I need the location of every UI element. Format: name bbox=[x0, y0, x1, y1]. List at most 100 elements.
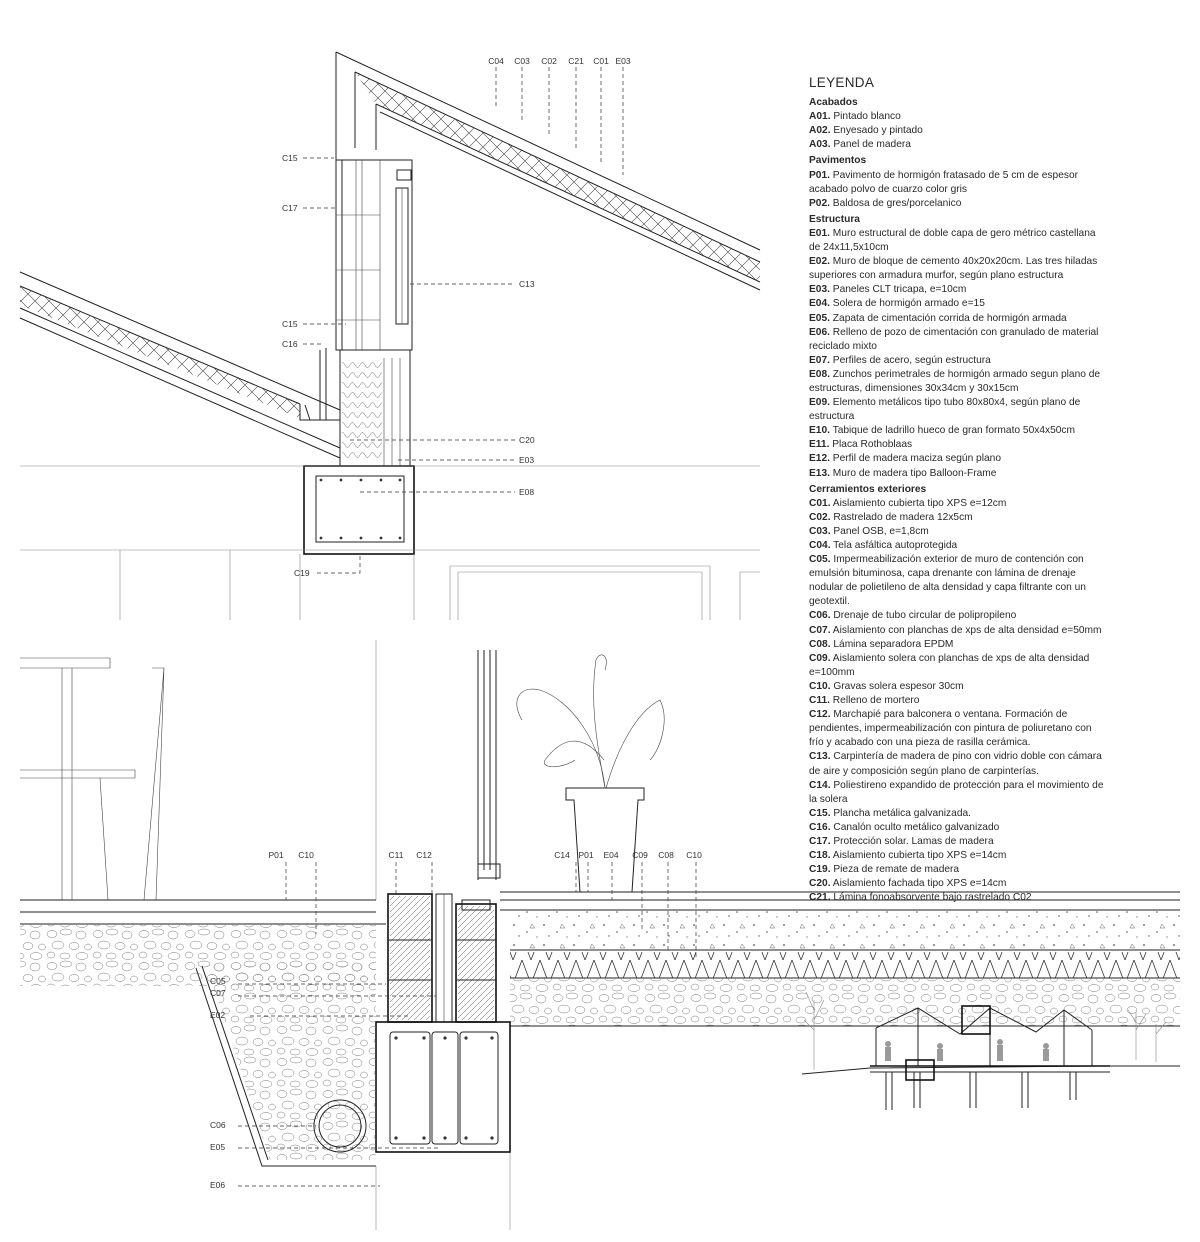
key-section-elevation bbox=[801, 991, 1180, 1110]
legend-section-heading: Pavimentos bbox=[809, 155, 867, 167]
legend-item-code: C10. bbox=[809, 680, 831, 692]
legend-item: E08. Zunchos perimetrales de hormigón ar… bbox=[809, 368, 1109, 396]
legend-item: E03. Paneles CLT tricapa, e=10cm bbox=[809, 283, 1109, 297]
tag-c08: C08 bbox=[658, 850, 674, 860]
legend-item: C03. Panel OSB, e=1,8cm bbox=[809, 525, 1109, 539]
tag-c15-mid: C15 bbox=[282, 319, 298, 329]
legend-item: C19. Pieza de remate de madera bbox=[809, 863, 1109, 877]
legend-item-code: C21. bbox=[809, 892, 831, 904]
tag-c17: C17 bbox=[282, 203, 298, 213]
legend-item: C21. Lámina fonoabsorvente bajo rastrela… bbox=[809, 891, 1109, 905]
legend-item: C17. Protección solar. Lamas de madera bbox=[809, 835, 1109, 849]
legend-item-code: C19. bbox=[809, 864, 831, 876]
legend-item: A02. Enyesado y pintado bbox=[809, 124, 1109, 138]
legend-item-code: P02. bbox=[809, 197, 830, 209]
legend-item-code: C01. bbox=[809, 497, 831, 509]
legend-item: E01. Muro estructural de doble capa de g… bbox=[809, 227, 1109, 255]
legend-item-text: Lámina fonoabsorvente bajo rastrelado C0… bbox=[830, 892, 1032, 904]
tag-e06: E06 bbox=[210, 1180, 225, 1190]
legend-item-text: Perfiles de acero, según estructura bbox=[829, 354, 991, 366]
legend-item-text: Drenaje de tubo circular de polipropilen… bbox=[830, 610, 1017, 622]
legend-item-text: Panel OSB, e=1,8cm bbox=[830, 525, 929, 537]
legend-item-code: E01. bbox=[809, 227, 830, 239]
legend-item: P02. Baldosa de gres/porcelanico bbox=[809, 197, 1109, 211]
legend-item-code: E08. bbox=[809, 368, 830, 380]
legend-item-text: Aislamiento solera con planchas de xps d… bbox=[809, 652, 1090, 678]
legend-item-code: C06. bbox=[809, 610, 831, 622]
legend-item-text: Aislamiento fachada tipo XPS e=14cm bbox=[830, 878, 1007, 890]
legend-item: C01. Aislamiento cubierta tipo XPS e=12c… bbox=[809, 497, 1109, 511]
tag-c20: C20 bbox=[519, 435, 535, 445]
legend-item-code: A01. bbox=[809, 111, 831, 123]
tag-c14: C14 bbox=[554, 850, 570, 860]
legend-item: C14. Poliestireno expandido de protecció… bbox=[809, 779, 1109, 807]
legend-item-code: C09. bbox=[809, 652, 831, 664]
legend-item-text: Tela asfáltica autoprotegida bbox=[830, 540, 958, 551]
legend-item-code: E10. bbox=[809, 425, 830, 437]
legend-item-text: Aislamiento cubierta tipo XPS e=14cm bbox=[830, 850, 1007, 862]
tag-e04: E04 bbox=[603, 850, 618, 860]
legend-item-text: Elemento metálicos tipo tubo 80x80x4, se… bbox=[809, 397, 1081, 423]
floor-leaders bbox=[238, 862, 697, 1187]
legend-item-code: E02. bbox=[809, 256, 830, 268]
legend-item-code: C11. bbox=[809, 695, 830, 707]
tag-c02: C02 bbox=[541, 56, 557, 66]
legend-item-text: Enyesado y pintado bbox=[830, 125, 923, 137]
legend-item: E06. Relleno de pozo de cimentación con … bbox=[809, 326, 1109, 354]
legend-item-text: Zapata de cimentación corrida de hormigó… bbox=[829, 312, 1067, 324]
tag-c04: C04 bbox=[488, 56, 504, 66]
legend-item-text: Panel de madera bbox=[830, 139, 911, 151]
legend-item: E09. Elemento metálicos tipo tubo 80x80x… bbox=[809, 396, 1109, 424]
legend-item: C13. Carpintería de madera de pino con v… bbox=[809, 750, 1109, 778]
legend-item-code: C05. bbox=[809, 554, 831, 566]
floor-detail bbox=[20, 640, 1180, 1230]
legend-item: C16. Canalón oculto metálico galvanizado bbox=[809, 821, 1109, 835]
legend-item-text: Protección solar. Lamas de madera bbox=[830, 835, 994, 847]
legend-item-code: E04. bbox=[809, 298, 830, 310]
legend-item: C09. Aislamiento solera con planchas de … bbox=[809, 652, 1109, 680]
tag-c21: C21 bbox=[568, 56, 584, 66]
legend-item-code: E06. bbox=[809, 326, 830, 338]
legend-item-code: C14. bbox=[809, 779, 831, 791]
legend-item: C02. Rastrelado de madera 12x5cm bbox=[809, 511, 1109, 525]
tag-c13: C13 bbox=[519, 279, 535, 289]
legend-item-code: E12. bbox=[809, 453, 830, 465]
legend-item-text: Placa Rothoblaas bbox=[829, 439, 913, 451]
legend-item-code: E13. bbox=[809, 467, 830, 479]
legend-title: LEYENDA bbox=[809, 75, 875, 90]
legend-item: C10. Gravas solera espesor 30cm bbox=[809, 680, 1109, 694]
legend-item-code: C04. bbox=[809, 540, 831, 551]
tag-c07: C07 bbox=[210, 988, 226, 998]
legend-item: C12. Marchapié para balconera o ventana.… bbox=[809, 708, 1109, 750]
legend-item-code: E05. bbox=[809, 312, 830, 324]
tag-c03: C03 bbox=[514, 56, 530, 66]
tag-c06: C06 bbox=[210, 1120, 226, 1130]
legend-item-text: Paneles CLT tricapa, e=10cm bbox=[829, 284, 967, 296]
tag-c10-right: C10 bbox=[686, 850, 702, 860]
legend-item: C11. Relleno de mortero bbox=[809, 694, 1109, 708]
legend-item-text: Marchapié para balconera o ventana. Form… bbox=[809, 709, 1092, 749]
legend-item-text: Aislamiento con planchas de xps de alta … bbox=[830, 624, 1102, 636]
tag-e05: E05 bbox=[210, 1142, 225, 1152]
legend-item-code: P01. bbox=[809, 169, 830, 181]
legend-item: E12. Perfil de madera maciza según plano bbox=[809, 452, 1109, 466]
legend-item: C07. Aislamiento con planchas de xps de … bbox=[809, 624, 1109, 638]
legend-item: C04. Tela asfáltica autoprotegida bbox=[809, 539, 1109, 553]
legend-item: A01. Pintado blanco bbox=[809, 110, 1109, 124]
tag-c19: C19 bbox=[294, 568, 310, 578]
tag-c16: C16 bbox=[282, 339, 298, 349]
tag-e02: E02 bbox=[210, 1010, 225, 1020]
legend-item-code: A03. bbox=[809, 139, 831, 151]
legend-item-text: Lámina separadora EPDM bbox=[830, 638, 954, 650]
tag-c11: C11 bbox=[389, 850, 404, 860]
tag-c12: C12 bbox=[416, 850, 432, 860]
legend-item: C05. Impermeabilización exterior de muro… bbox=[809, 553, 1109, 609]
legend-item-text: Gravas solera espesor 30cm bbox=[830, 680, 964, 692]
legend-item: A03. Panel de madera bbox=[809, 138, 1109, 152]
tag-c01: C01 bbox=[593, 56, 609, 66]
legend-section-heading: Acabados bbox=[809, 97, 858, 109]
legend-item-code: C07. bbox=[809, 624, 831, 636]
legend-item-text: Plancha metálica galvanizada. bbox=[830, 807, 971, 819]
legend-item: C15. Plancha metálica galvanizada. bbox=[809, 807, 1109, 821]
